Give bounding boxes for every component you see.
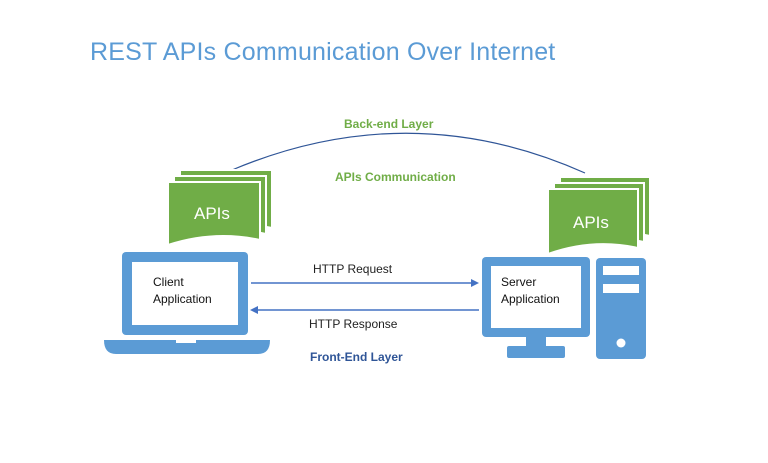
server-label-line1: Server xyxy=(501,275,537,289)
client-apis-label: APIs xyxy=(194,204,230,223)
laptop-icon xyxy=(104,252,270,354)
diagram-title: REST APIs Communication Over Internet xyxy=(90,38,556,66)
client-application-label: Client Application xyxy=(153,274,212,308)
backend-layer-label: Back-end Layer xyxy=(344,117,434,131)
http-request-label: HTTP Request xyxy=(313,262,393,276)
server-apis-doc-stack xyxy=(547,176,651,256)
server-application-label: Server Application xyxy=(501,274,560,308)
server-label-line2: Application xyxy=(501,292,560,306)
monitor-icon xyxy=(482,257,590,358)
server-apis-label: APIs xyxy=(573,213,609,232)
apis-communication-label: APIs Communication xyxy=(335,170,456,184)
tower-icon xyxy=(596,258,646,359)
http-response-label: HTTP Response xyxy=(309,317,398,331)
client-label-line1: Client xyxy=(153,275,184,289)
backend-connection-curve xyxy=(231,132,586,174)
frontend-layer-label: Front-End Layer xyxy=(310,350,403,364)
http-request-arrow xyxy=(251,279,479,287)
client-label-line2: Application xyxy=(153,292,212,306)
client-apis-doc-stack xyxy=(167,169,273,247)
http-response-arrow xyxy=(250,306,479,314)
